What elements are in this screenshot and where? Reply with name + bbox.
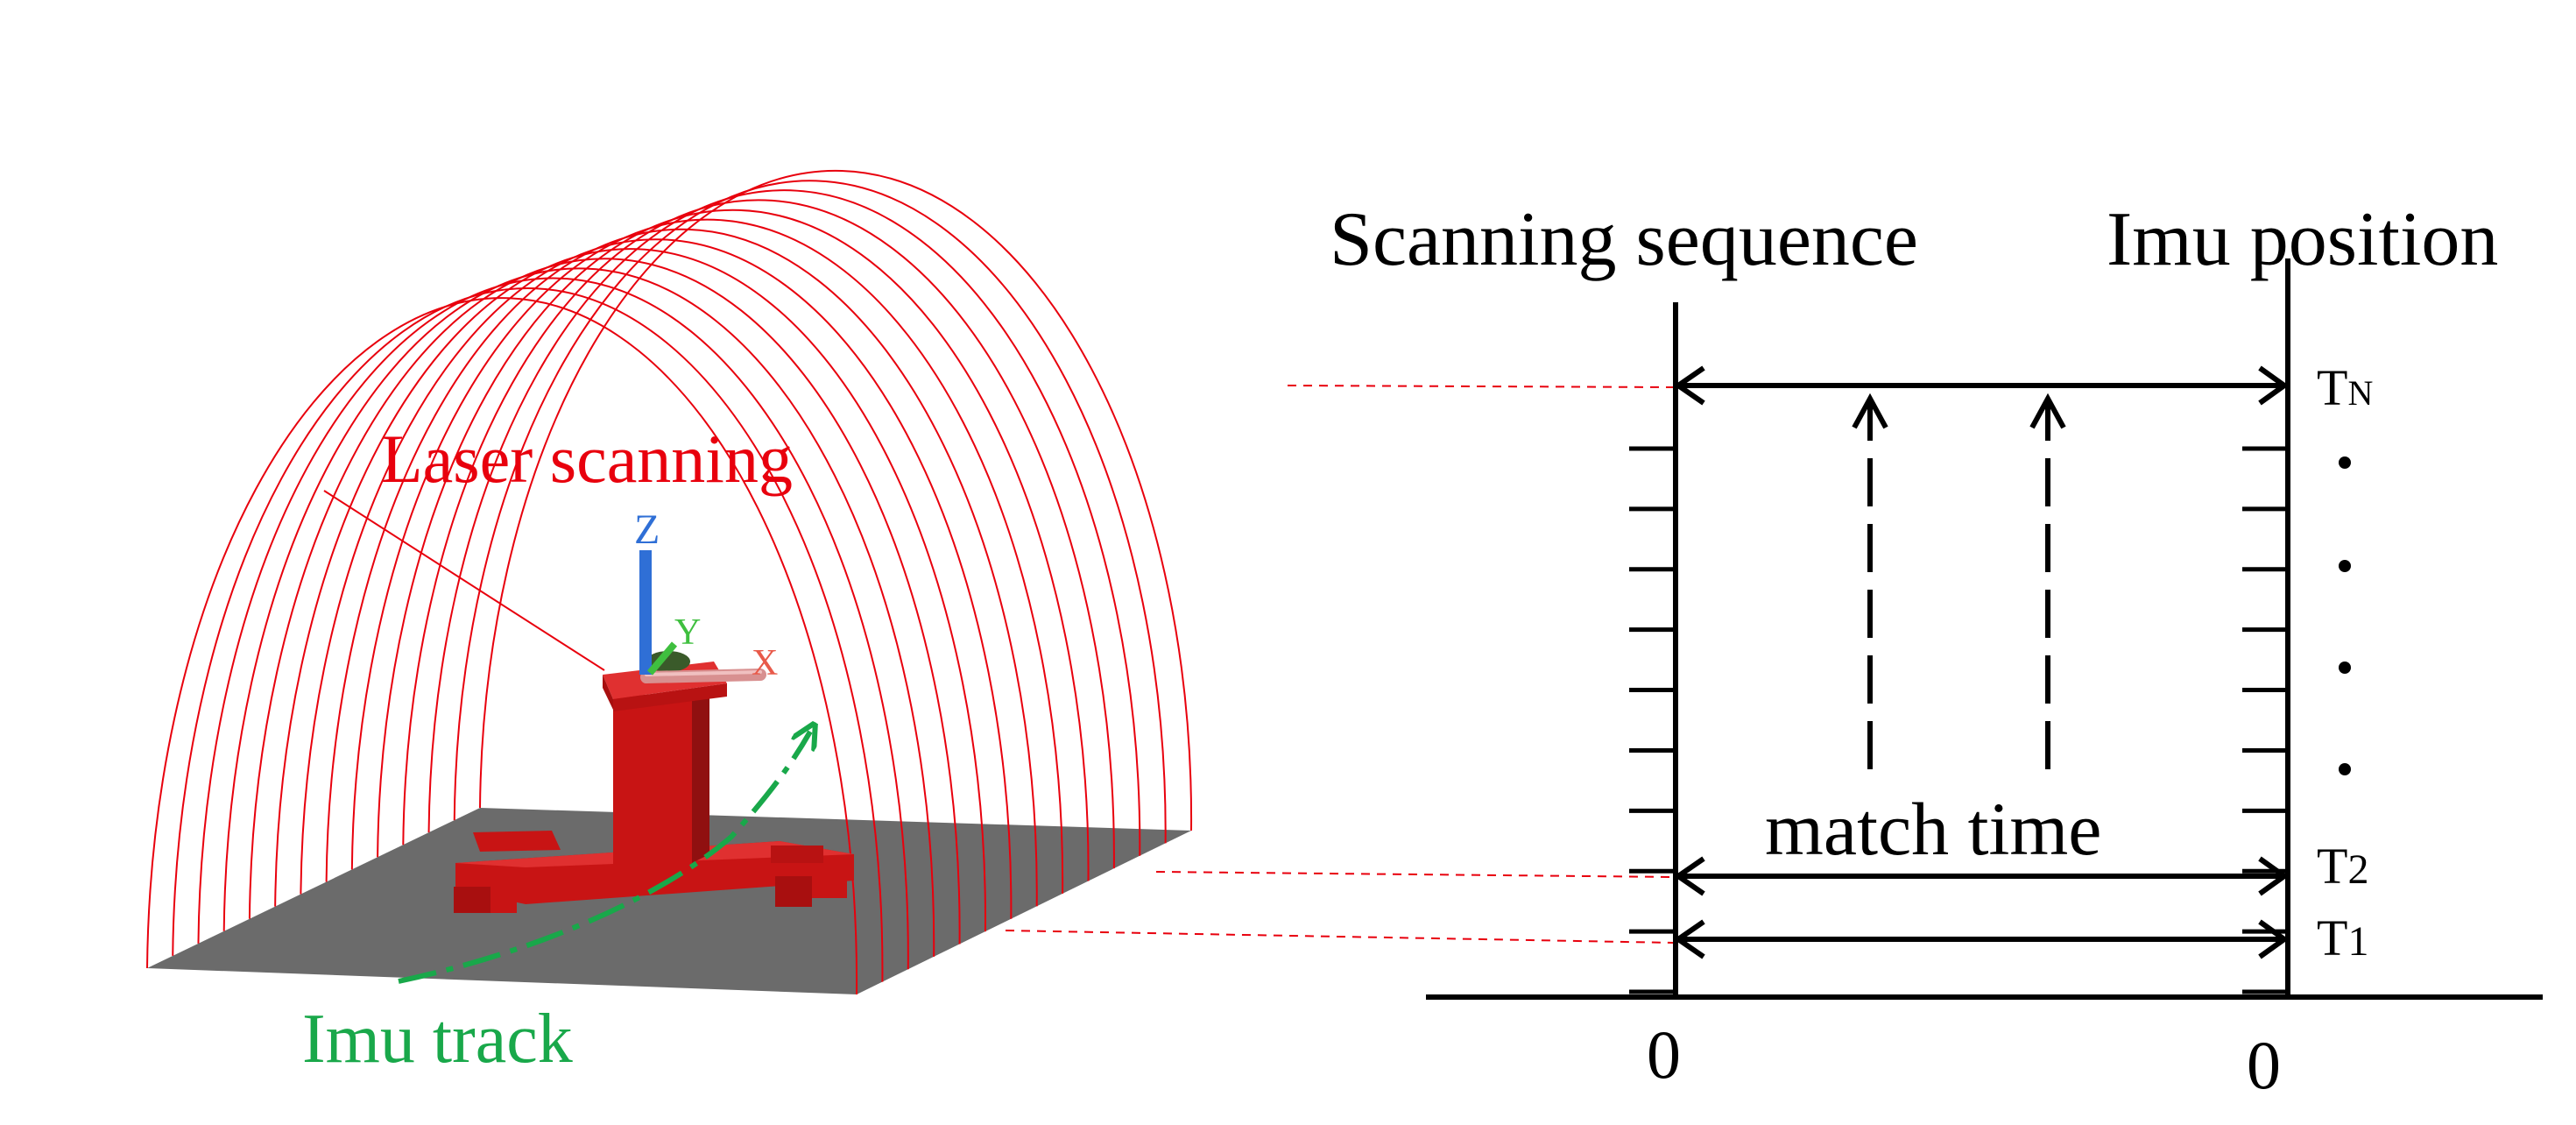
- laser-ring: [479, 169, 1193, 831]
- t-1-label: T1: [2317, 909, 2368, 966]
- laser-scan-rings: [146, 169, 1193, 995]
- t-2-label: T2: [2317, 838, 2368, 895]
- imu-ticks: [2242, 446, 2288, 994]
- imu-track-path: [398, 732, 810, 984]
- match-time-label: match time: [1765, 787, 2101, 871]
- leader-t2: [1155, 871, 1674, 878]
- origin-left-label: 0: [1647, 1016, 1681, 1093]
- laser-ring: [453, 180, 1167, 844]
- t1-double-arrow: [1673, 919, 2290, 959]
- laser-scanning-label: Laser scanning: [381, 421, 793, 497]
- axis-y-bar: [646, 641, 678, 676]
- coordinate-axes: Z Y X: [634, 506, 778, 683]
- imu-position-label: Imu position: [2107, 197, 2498, 282]
- axis-z-bar: [639, 550, 652, 675]
- origin-right-label: 0: [2247, 1027, 2281, 1103]
- scanning-sequence-label: Scanning sequence: [1330, 197, 1918, 282]
- leader-t1: [1005, 930, 1674, 944]
- laser-ring: [146, 296, 858, 995]
- laser-ray: [323, 490, 605, 671]
- t-n-label: TN: [2317, 359, 2373, 416]
- laser-ring: [402, 199, 1115, 869]
- tn-double-arrow: [1673, 365, 2290, 406]
- leader-tn: [1287, 385, 1674, 388]
- time-match-diagram: Scanning sequence Imu position: [1330, 197, 2543, 1103]
- laser-ring: [427, 189, 1141, 856]
- tunnel-figure: Z Y X Laser scanning Imu track: [146, 169, 1193, 1078]
- scan-ticks: [1629, 446, 1676, 994]
- axis-x-label: X: [752, 643, 778, 683]
- match-dashed-arrow-1: [1852, 393, 1888, 769]
- imu-track-label: Imu track: [302, 1001, 573, 1078]
- ellipsis-dots: [2339, 456, 2351, 775]
- leader-lines: [1005, 385, 1674, 944]
- match-dashed-arrow-2: [2029, 393, 2066, 769]
- axis-y-label: Y: [674, 612, 701, 653]
- laser-ring: [377, 209, 1090, 881]
- axis-z-label: Z: [634, 506, 660, 553]
- laser-ring: [350, 218, 1064, 894]
- t2-double-arrow: [1673, 856, 2290, 896]
- scanner-robot: [454, 651, 854, 913]
